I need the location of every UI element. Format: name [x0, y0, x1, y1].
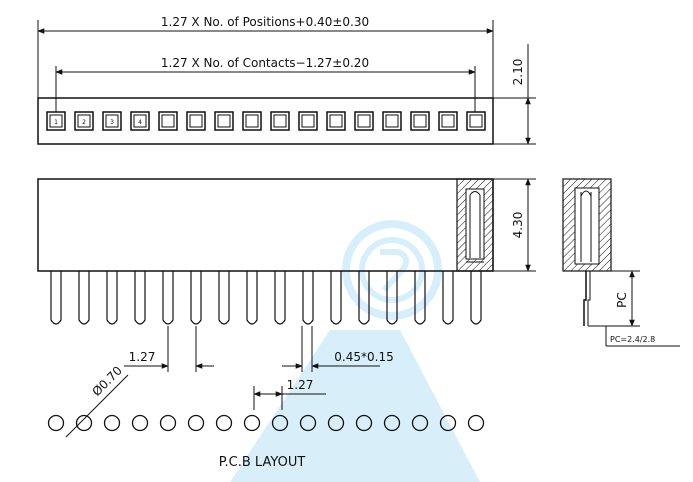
dim-pin-section: 0.45*0.15 — [282, 326, 394, 372]
pcb-layout-label: P.C.B LAYOUT — [219, 455, 306, 470]
dim-body-height: 4.30 — [493, 178, 536, 272]
front-view-housing — [37, 178, 494, 272]
pcb-hole — [243, 414, 261, 432]
contact-cavity — [354, 111, 374, 131]
dim-top-height: 2.10 — [493, 44, 536, 145]
dim-total-length: 1.27 X No. of Positions+0.40±0.30 — [37, 15, 494, 98]
contact-inner — [77, 114, 91, 128]
dim-pc-label: PC — [615, 292, 629, 308]
pin-number-1: 1 — [54, 119, 58, 126]
dim-hole-pitch-label: 1.27 — [287, 378, 314, 392]
dim-hole-diameter-label: Ø0.70 — [89, 363, 124, 398]
contact-cavity — [186, 111, 206, 131]
pin — [106, 271, 118, 325]
pcb-hole — [355, 414, 373, 432]
pcb-hole — [271, 414, 289, 432]
pin — [190, 271, 202, 325]
contact-cavity — [158, 111, 178, 131]
contact-cavity — [410, 111, 430, 131]
pcb-hole — [187, 414, 205, 432]
pcb-hole — [411, 414, 429, 432]
pin — [358, 271, 370, 325]
pcb-hole — [299, 414, 317, 432]
watermark-logo — [230, 220, 480, 482]
pin — [302, 271, 314, 325]
contact-inner — [301, 114, 315, 128]
contact-inner — [189, 114, 203, 128]
contact-inner — [413, 114, 427, 128]
contact-inner — [329, 114, 343, 128]
contact-inner — [469, 114, 483, 128]
pin — [442, 271, 454, 325]
pcb-hole — [47, 414, 65, 432]
pcb-layout-holes — [47, 414, 485, 432]
pcb-hole — [383, 414, 401, 432]
dim-hole-pitch: 1.27 — [253, 378, 326, 410]
pcb-hole — [131, 414, 149, 432]
pin — [274, 271, 286, 325]
contact-inner — [49, 114, 63, 128]
contact-inner — [245, 114, 259, 128]
dim-contact-span: 1.27 X No. of Contacts−1.27±0.20 — [55, 56, 476, 112]
contact-cavity — [326, 111, 346, 131]
top-view-contacts — [46, 111, 486, 131]
contact-inner — [105, 114, 119, 128]
dim-body-height-label: 4.30 — [511, 212, 525, 239]
contact-cavity — [130, 111, 150, 131]
pin — [78, 271, 90, 325]
pcb-hole — [215, 414, 233, 432]
pin — [134, 271, 146, 325]
contact-inner — [441, 114, 455, 128]
contact-cavity — [270, 111, 290, 131]
pcb-hole — [467, 414, 485, 432]
pin — [386, 271, 398, 325]
dim-total-length-label: 1.27 X No. of Positions+0.40±0.30 — [161, 15, 369, 29]
contact-inner — [161, 114, 175, 128]
side-view — [562, 178, 612, 326]
pin-number-3: 3 — [110, 119, 114, 126]
pin — [218, 271, 230, 325]
pin-number-4: 4 — [138, 119, 142, 126]
front-view-end-section — [456, 178, 494, 272]
contact-cavity — [74, 111, 94, 131]
dim-top-height-label: 2.10 — [511, 59, 525, 86]
pin-number-2: 2 — [82, 119, 86, 126]
dim-pc: PC PC=2.4/2.8 — [588, 270, 680, 347]
pin — [330, 271, 342, 325]
contact-cavity — [242, 111, 262, 131]
pin — [50, 271, 62, 325]
top-view-housing — [37, 97, 494, 145]
pcb-hole — [439, 414, 457, 432]
pc-note: PC=2.4/2.8 — [610, 335, 655, 344]
dim-pin-pitch-label: 1.27 — [129, 350, 156, 364]
dim-pin-pitch: 1.27 — [124, 326, 214, 372]
contact-inner — [133, 114, 147, 128]
pcb-hole — [75, 414, 93, 432]
contact-inner — [273, 114, 287, 128]
contact-inner — [357, 114, 371, 128]
pcb-hole — [327, 414, 345, 432]
pin-number-labels: 1 2 3 4 — [54, 119, 142, 126]
contact-inner — [217, 114, 231, 128]
dim-pin-section-label: 0.45*0.15 — [334, 350, 393, 364]
pin — [246, 271, 258, 325]
contact-cavity — [382, 111, 402, 131]
dim-contact-span-label: 1.27 X No. of Contacts−1.27±0.20 — [161, 56, 369, 70]
front-view-pins — [50, 271, 482, 325]
pcb-hole — [103, 414, 121, 432]
contact-cavity — [298, 111, 318, 131]
contact-cavity — [102, 111, 122, 131]
contact-cavity — [466, 111, 486, 131]
pin — [162, 271, 174, 325]
pin — [414, 271, 426, 325]
contact-cavity — [214, 111, 234, 131]
pcb-hole — [159, 414, 177, 432]
contact-cavity — [438, 111, 458, 131]
contact-inner — [385, 114, 399, 128]
pin — [470, 271, 482, 325]
contact-cavity — [46, 111, 66, 131]
